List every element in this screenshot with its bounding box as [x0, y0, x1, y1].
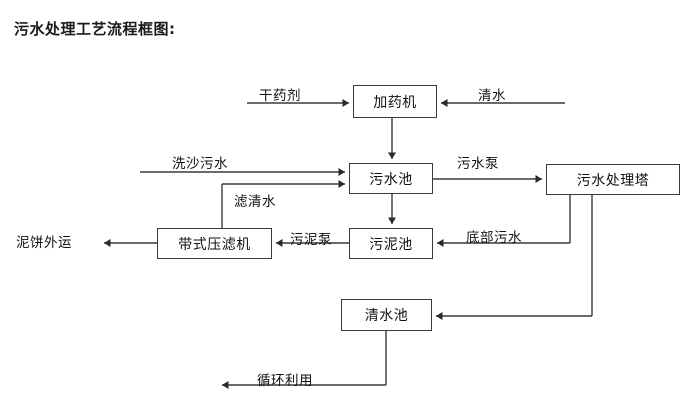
edge-label-clean-water-in: 清水	[478, 88, 506, 104]
edge-label-recycle-use: 循环利用	[257, 373, 313, 389]
arrow-into-clean-pool-arrowhead	[436, 312, 443, 320]
edge-label-filtrate: 滤清水	[234, 194, 276, 210]
node-label: 污泥池	[369, 236, 413, 253]
node-label: 污水池	[369, 171, 413, 188]
node-label: 加药机	[373, 94, 417, 111]
arrow-into-tower-arrowhead	[535, 175, 542, 183]
arrow-bottom-sewage-in-arrowhead	[437, 239, 444, 247]
arrow-mud-cake-out-arrowhead	[104, 239, 111, 247]
arrow-into-dosing-right-arrowhead	[441, 99, 448, 107]
arrow-into-sewage-top-arrowhead	[388, 152, 396, 159]
node-clean-water-pool[interactable]: 清水池	[341, 299, 432, 331]
node-label: 带式压滤机	[178, 236, 251, 253]
arrow-recycle-out-arrowhead	[222, 381, 229, 389]
arrow-into-dosing-left-arrowhead	[342, 99, 349, 107]
arrow-sand-wash-in-arrowhead	[338, 168, 345, 176]
edge-label-sewage-pump: 污水泵	[457, 156, 499, 172]
node-belt-filter[interactable]: 带式压滤机	[157, 228, 272, 259]
node-label: 清水池	[364, 308, 409, 324]
arrow-filtrate-in-arrowhead	[338, 180, 345, 188]
edge-label-dry-agent: 干药剂	[259, 88, 301, 104]
node-label: 污水处理塔	[576, 172, 650, 189]
arrow-into-sludge-top-arrowhead	[388, 217, 396, 224]
edge-label-sand-wash-sewage: 洗沙污水	[172, 156, 228, 172]
edge-label-bottom-sewage: 底部污水	[466, 230, 522, 246]
page-title: 污水处理工艺流程框图:	[14, 20, 176, 38]
terminal-label-mud-cake-out: 泥饼外运	[16, 235, 72, 251]
arrow-sludge-pump-in-arrowhead	[276, 239, 283, 247]
node-sludge-pool[interactable]: 污泥池	[349, 228, 433, 259]
edge-label-sludge-pump: 污泥泵	[290, 232, 332, 248]
node-sewage-pool[interactable]: 污水池	[349, 163, 433, 194]
node-treatment-tower[interactable]: 污水处理塔	[546, 164, 680, 195]
node-dosing-machine[interactable]: 加药机	[353, 85, 437, 118]
